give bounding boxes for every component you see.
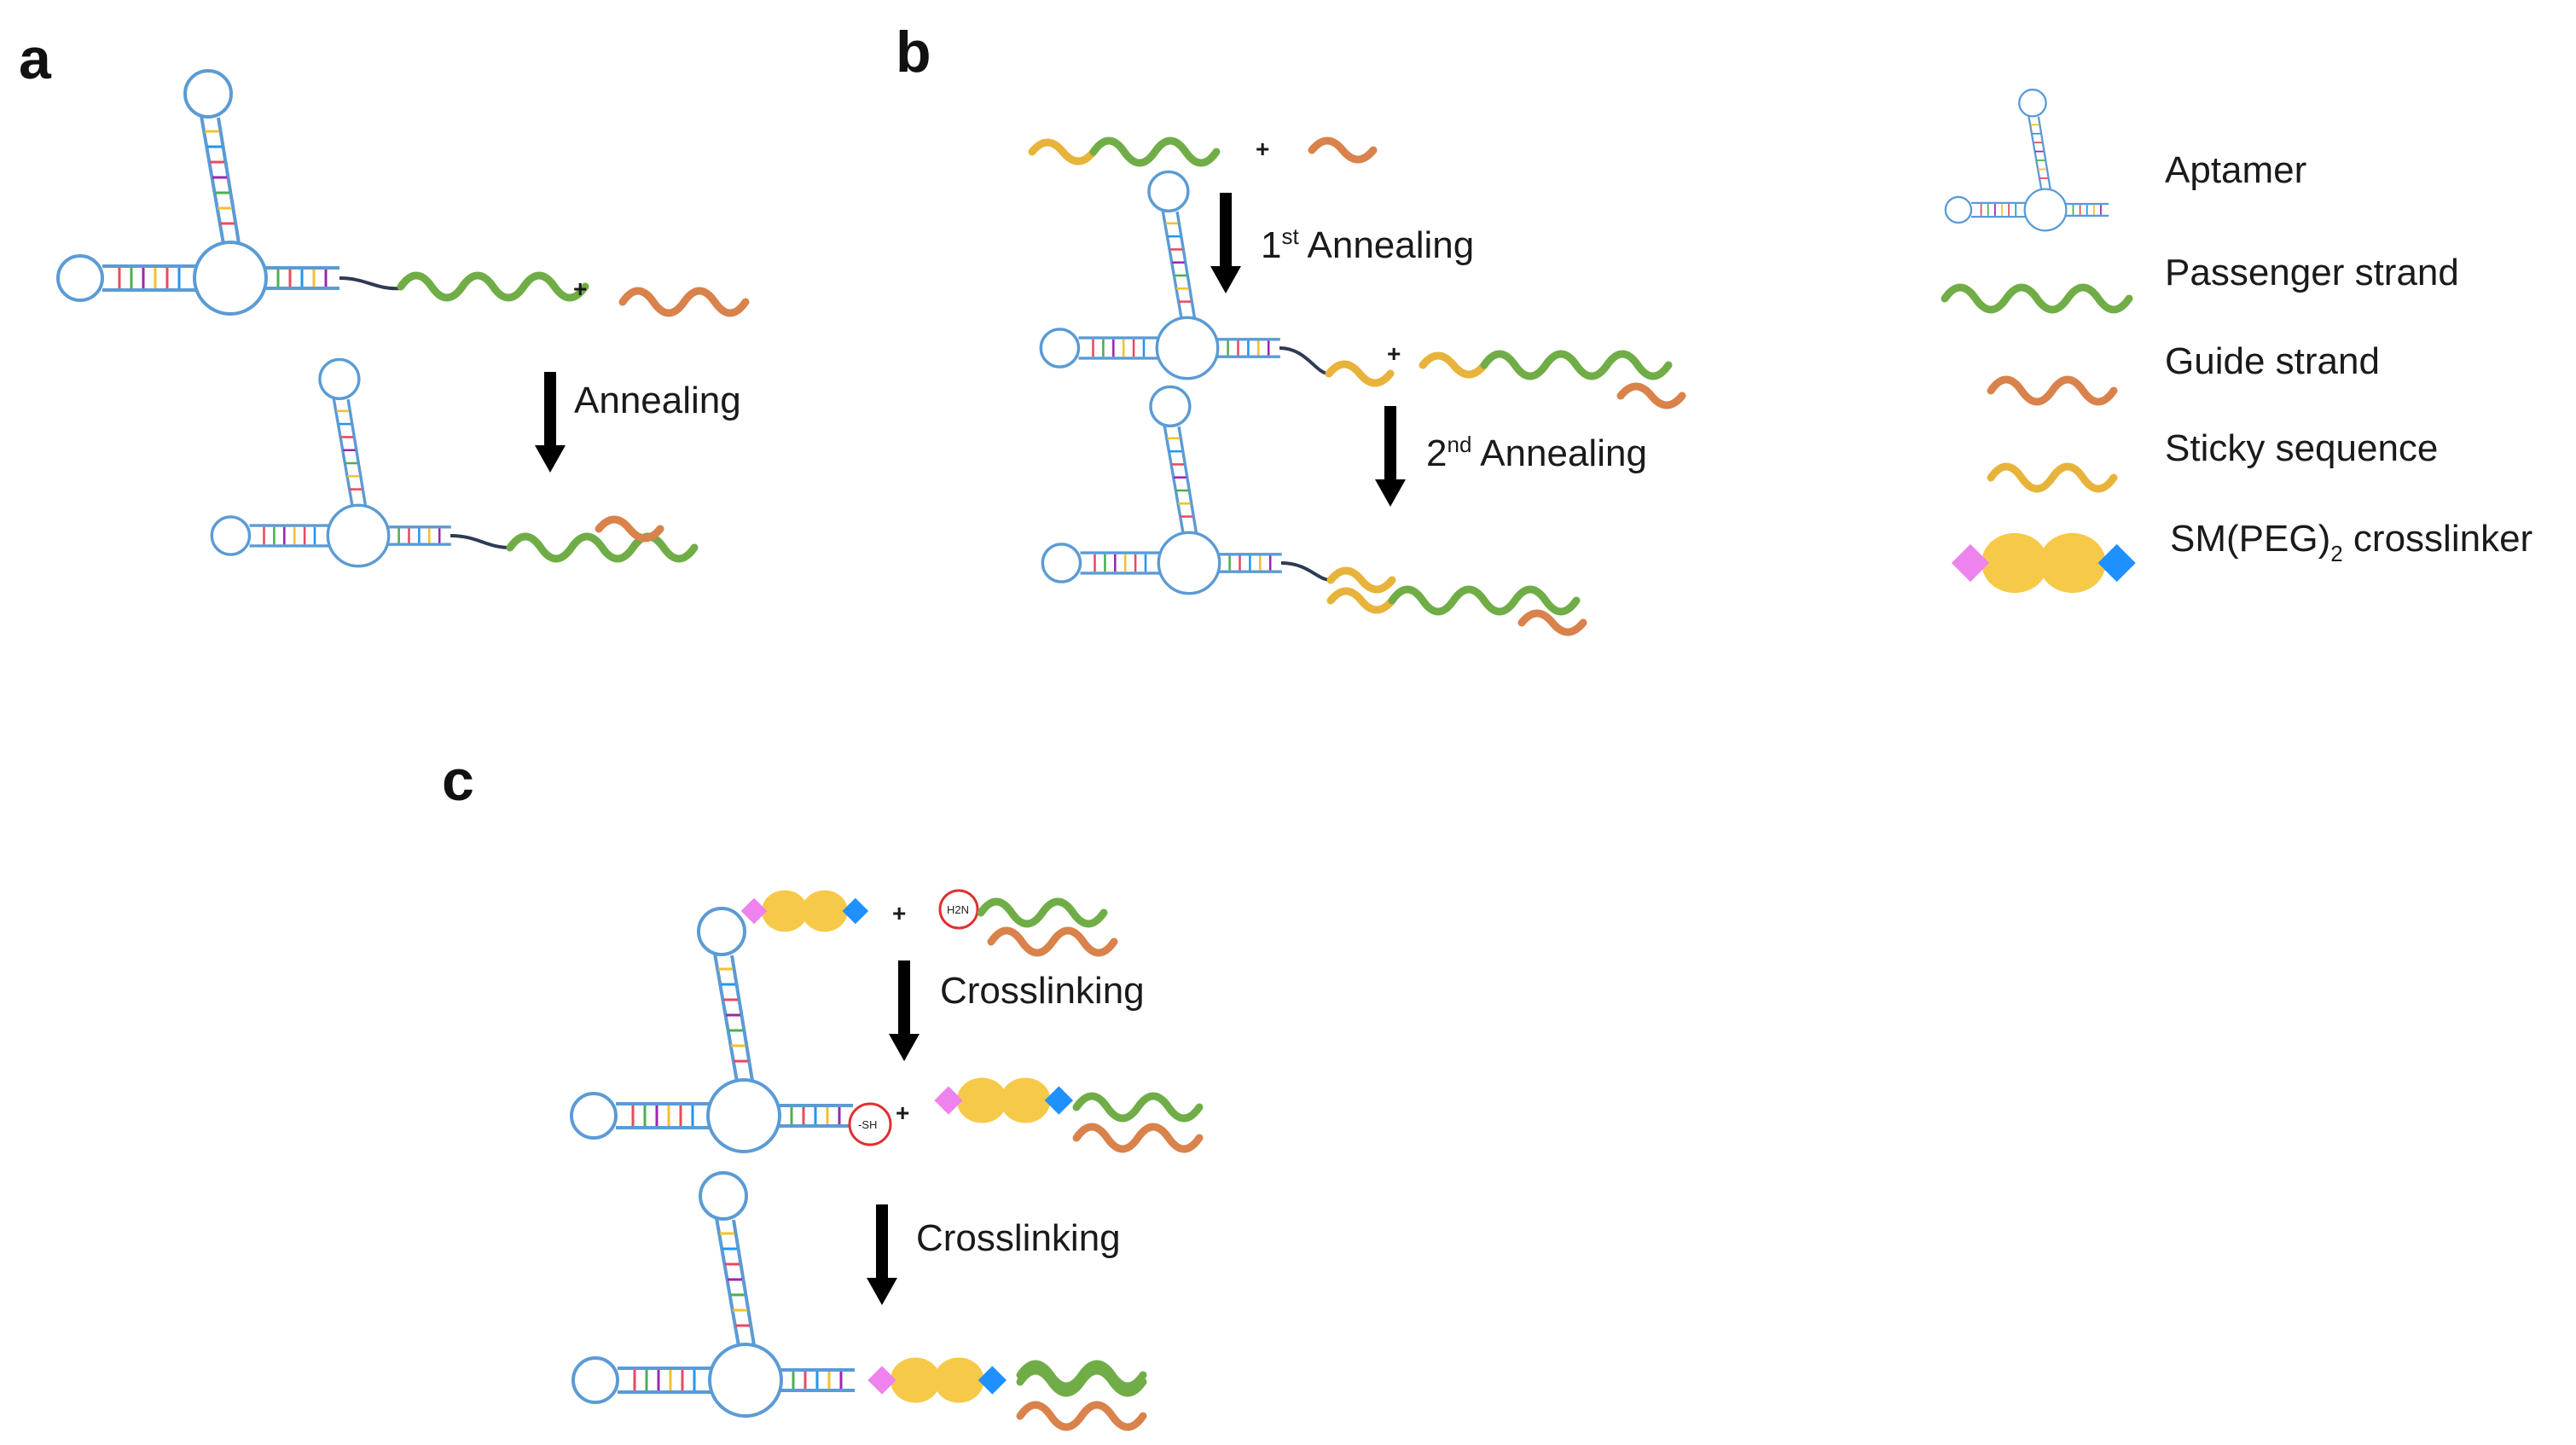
- sticky-duplex-b-middle: [1423, 354, 1682, 405]
- sticky-sequence-icon: [1991, 467, 2114, 489]
- guide-strand-a: [623, 291, 746, 313]
- crosslinker-duplex-c-middle: [934, 1077, 1199, 1149]
- legend-label-aptamer: Aptamer: [2165, 149, 2306, 191]
- amine-tag: H2N: [938, 889, 979, 930]
- aptamer-b-bottom: [1041, 385, 1583, 632]
- guide-strand-b-top: [1312, 141, 1373, 160]
- legend-label-passenger-strand: Passenger strand: [2165, 252, 2459, 293]
- passenger-strand-icon: [1945, 287, 2129, 310]
- panel-label-b: b: [896, 20, 931, 84]
- step-crosslinking-1: Crosslinking: [940, 970, 1145, 1012]
- duplex-c-bottom: [1020, 1371, 1143, 1427]
- duplex-c-top: [981, 902, 1114, 953]
- legend-label-sticky-sequence: Sticky sequence: [2165, 427, 2438, 469]
- aptamer-c-middle: [570, 907, 855, 1153]
- step-crosslinking-2: Crosslinking: [916, 1217, 1121, 1259]
- arrow-c-2: [867, 1204, 897, 1305]
- panel-a: a + Annealing: [19, 26, 746, 568]
- aptamer-a-top: [56, 69, 585, 316]
- guide-strand-icon: [1991, 380, 2114, 402]
- arrow-c-1: [889, 960, 920, 1061]
- aptamer-a-bottom: [210, 357, 694, 568]
- arrow-b-2: [1375, 406, 1406, 507]
- plus-c-2: +: [896, 1100, 909, 1126]
- svg-text:H2N: H2N: [947, 903, 969, 916]
- aptamer-c-bottom: [571, 1171, 1143, 1418]
- step-annealing-a: Annealing: [574, 380, 741, 421]
- plus-a: +: [573, 276, 587, 302]
- sticky-passenger-b-top: [1032, 141, 1216, 163]
- plus-c-1: +: [892, 900, 906, 926]
- arrow-a: [535, 372, 566, 473]
- panel-label-c: c: [442, 748, 474, 813]
- panel-label-a: a: [19, 26, 52, 91]
- crosslinker-icon: [1951, 532, 2136, 594]
- crosslinker-c-top: [740, 890, 869, 932]
- panel-b: b + 1st Annealing + 2nd Annealing: [896, 20, 1682, 632]
- aptamer-b-middle: [1039, 170, 1390, 383]
- step-1st-annealing: 1st Annealing: [1261, 223, 1474, 266]
- thiol-tag: -SH: [848, 1102, 892, 1146]
- legend-label-guide-strand: Guide strand: [2165, 340, 2380, 382]
- legend: Aptamer Passenger strand Guide strand St…: [1944, 88, 2532, 594]
- aptamer-icon: [1944, 88, 2110, 232]
- plus-b-2: +: [1387, 340, 1401, 367]
- step-2nd-annealing: 2nd Annealing: [1426, 432, 1647, 474]
- plus-b-1: +: [1256, 136, 1269, 162]
- arrow-b-1: [1210, 193, 1241, 293]
- legend-label-crosslinker: SM(PEG)2 crosslinker: [2170, 518, 2532, 566]
- panel-c: c + H2N Crosslinking -SH + Crosslinking: [442, 748, 1199, 1427]
- svg-text:-SH: -SH: [858, 1118, 877, 1131]
